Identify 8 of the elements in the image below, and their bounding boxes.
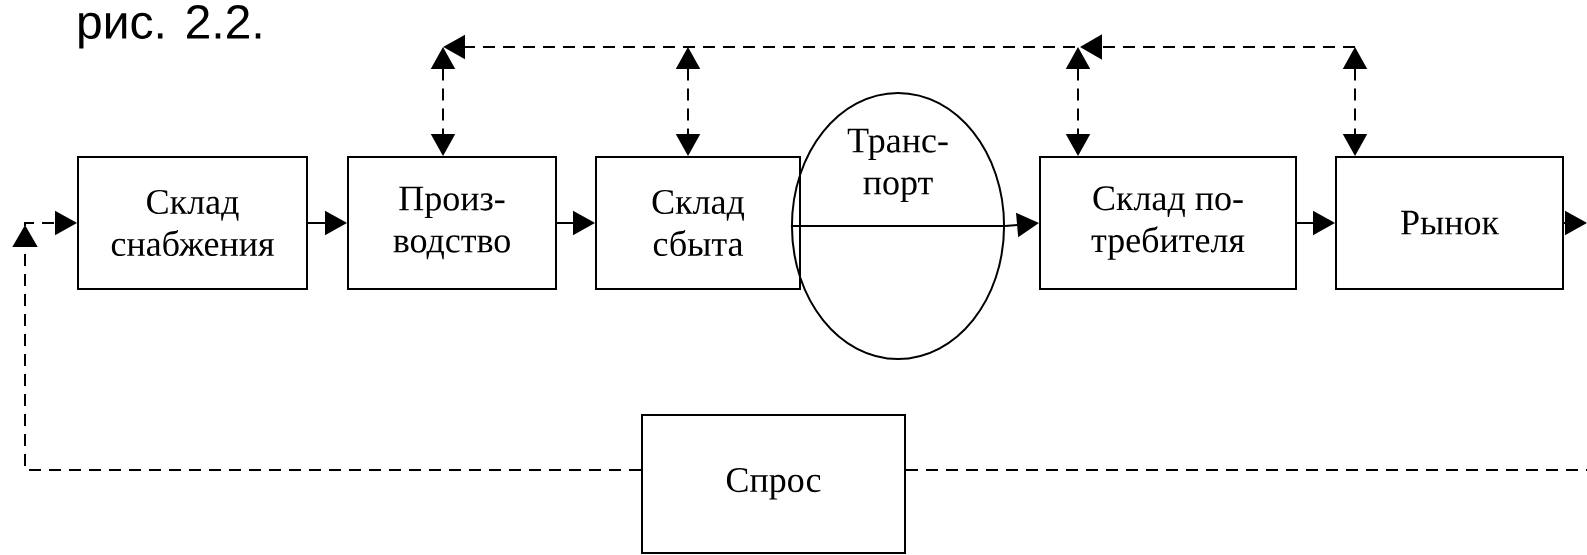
- arrow: [12, 210, 642, 471]
- process-box: Склад сбыта: [595, 156, 801, 290]
- process-box: Склад снабжения: [77, 156, 308, 290]
- process-box: Склад по- требителя: [1039, 156, 1297, 290]
- process-box: Спрос: [641, 414, 906, 554]
- process-box: Рынок: [1335, 156, 1564, 290]
- process-box: Произ- водство: [347, 156, 557, 290]
- figure-title: рис. 2.2.: [79, 5, 261, 49]
